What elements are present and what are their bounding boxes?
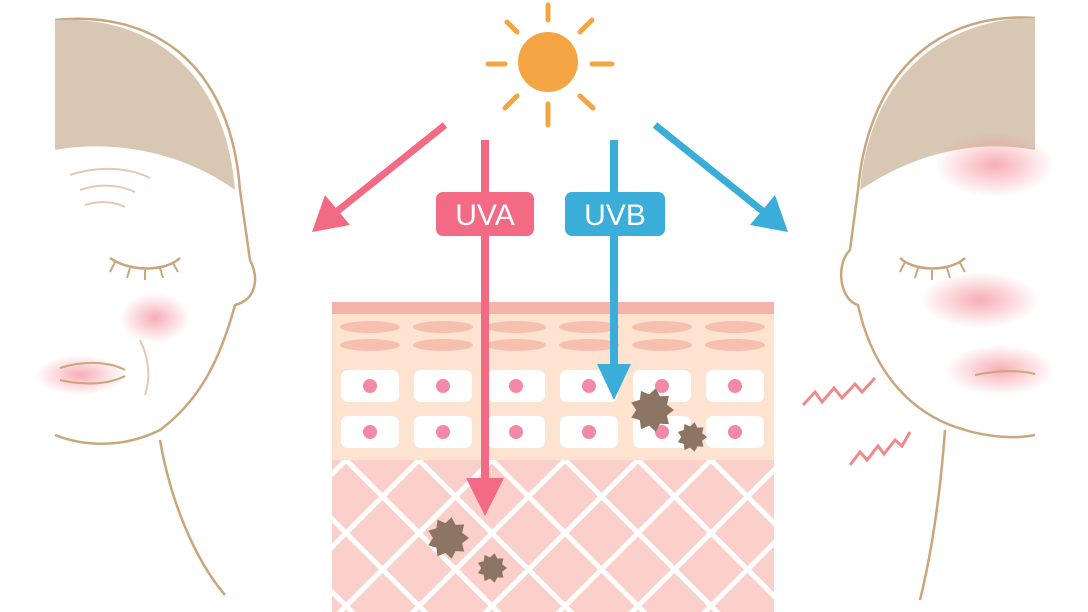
cell-layer-ellipse [632,339,692,351]
aged-face-left [35,17,257,596]
cell-nucleus [363,425,377,439]
cell-layer-ellipse [559,339,619,351]
sun-icon [485,2,615,128]
collagen-fiber [417,460,575,612]
pigment-spot [631,388,674,432]
collagen-fiber [701,539,774,612]
cell-layer-ellipse [705,339,765,351]
cell-layer-ellipse [413,339,473,351]
collagen-fiber [113,460,273,612]
collagen-fiber [332,588,356,612]
sunburned-face-right [801,16,1055,601]
collagen-fiber [784,460,944,612]
collagen-fiber [344,460,502,612]
uva-label-text: UVA [455,199,514,232]
collagen-fiber [555,460,713,612]
cell-layer-ellipse [632,321,692,333]
cell-layer-ellipse [705,321,765,333]
collagen-fiber [482,460,640,612]
uvb-label: UVB [565,192,665,236]
cell-layer-ellipse [340,339,400,351]
cell-nucleus [582,379,596,393]
cell-layer-ellipse [559,321,619,333]
cell-nucleus [436,425,450,439]
cell-nucleus [728,379,742,393]
collagen-fiber [490,460,648,612]
cell-layer-ellipse [413,321,473,333]
cell-nucleus [436,379,450,393]
cell-nucleus [582,425,596,439]
pigment-spot [428,517,469,559]
cell-nucleus [509,425,523,439]
collagen-fiber [709,460,774,527]
collagen-fiber [40,460,200,612]
uvb-label-text: UVB [584,199,646,232]
uvb-arrow [597,140,631,400]
collagen-fiber [628,466,774,612]
cell-layer-ellipse [340,321,400,333]
cell-nucleus [509,379,523,393]
collagen-fiber [857,460,1017,612]
collagen-fiber [336,460,494,612]
collagen-fiber [636,460,774,600]
cell-nucleus [655,379,669,393]
uva-label: UVA [436,192,534,236]
cell-nucleus [363,379,377,393]
collagen-fiber [409,460,567,612]
pigment-spot [677,422,707,452]
collagen-fiber [332,460,421,551]
collagen-fiber [563,460,721,612]
cell-layer-ellipse [486,321,546,333]
uvb-reflect-arrow [652,122,788,232]
uva-reflect-arrow [312,122,448,232]
cell-nucleus [728,425,742,439]
collagen-fiber [332,515,429,612]
collagen-fiber [332,460,348,478]
cell-layer-ellipse [486,339,546,351]
pigment-spot [477,553,507,583]
cell-nucleus [655,425,669,439]
